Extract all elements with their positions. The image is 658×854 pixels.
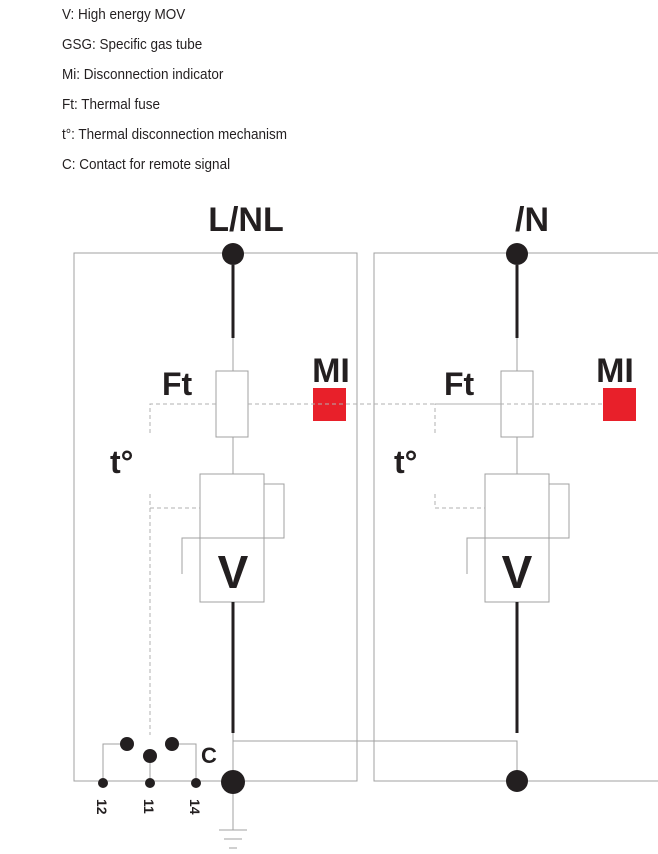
module-right-title: /N <box>515 201 549 239</box>
module-right-indicator-flag <box>603 388 636 421</box>
module-left-thermal-link-bottom <box>149 494 200 509</box>
contact-node-right <box>165 737 179 751</box>
contact-pin-14 <box>191 778 201 788</box>
legend-item-thermal-fuse: Ft: Thermal fuse <box>62 96 161 113</box>
module-left-bracket-right <box>264 483 285 539</box>
contact-pin-14-label: 14 <box>187 799 203 815</box>
module-left-bottom-terminal <box>221 770 245 794</box>
contact-label: C <box>201 743 217 768</box>
module-right-mov-label: V <box>502 546 533 598</box>
module-right-bracket-left <box>466 537 485 574</box>
module-right-bottom-terminal <box>506 770 528 792</box>
legend-item-mov: V: High energy MOV <box>62 6 186 23</box>
module-left-thermal-link-top <box>149 403 216 436</box>
module-right-thermal-link-top <box>434 403 501 436</box>
module-right-top-terminal <box>506 243 528 265</box>
module-right-indicator-label: MI <box>596 352 634 390</box>
module-right-thermal-label: t° <box>394 444 417 480</box>
legend-item-indicator: Mi: Disconnection indicator <box>62 66 224 83</box>
contact-pin-12 <box>98 778 108 788</box>
earth-icon <box>219 794 247 849</box>
module-left-mov-label: V <box>218 546 249 598</box>
legend: V: High energy MOV GSG: Specific gas tub… <box>62 0 312 180</box>
contact-wire-12 <box>102 743 120 778</box>
module-left-indicator-label: MI <box>312 352 350 390</box>
legend-item-thermal-mechanism: t°: Thermal disconnection mechanism <box>62 126 287 143</box>
module-left-enclosure <box>73 252 358 782</box>
module-right-fuse-label: Ft <box>444 366 475 402</box>
remote-contact: C 12 11 14 <box>94 737 217 815</box>
contact-node-middle <box>143 749 157 763</box>
contact-node-left <box>120 737 134 751</box>
module-right: /N Ft t° V MI <box>373 201 658 782</box>
bottom-bus <box>233 740 518 770</box>
contact-wire-14 <box>179 743 197 778</box>
module-left-disconnector-box <box>199 473 265 539</box>
contact-pin-11-label: 11 <box>141 799 157 814</box>
module-left-title: L/NL <box>208 201 284 239</box>
module-left: L/NL Ft t° V MI <box>73 201 358 782</box>
contact-pin-12-label: 12 <box>94 799 110 815</box>
module-right-disconnector-box <box>484 473 550 539</box>
legend-item-gas-tube: GSG: Specific gas tube <box>62 36 203 53</box>
legend-item-remote-contact: C: Contact for remote signal <box>62 156 231 173</box>
module-left-top-terminal <box>222 243 244 265</box>
module-left-bracket-left <box>181 537 200 574</box>
contact-pin-11 <box>145 778 155 788</box>
module-left-fuse-label: Ft <box>162 366 193 402</box>
module-left-thermal-fuse <box>215 370 249 438</box>
module-right-bracket-right <box>549 483 570 539</box>
module-left-thermal-label: t° <box>110 444 133 480</box>
module-right-thermal-link-bottom <box>434 494 485 509</box>
